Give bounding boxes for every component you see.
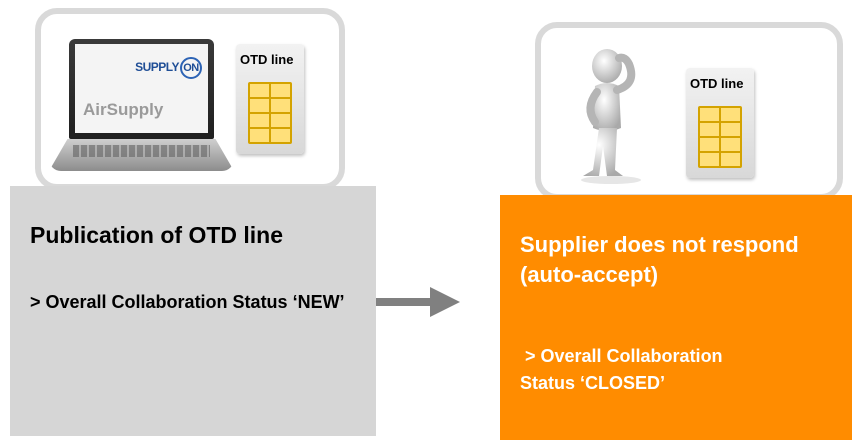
right-illustration-frame: OTD line	[535, 22, 843, 200]
right-arrow-icon	[376, 287, 460, 317]
publication-step-status: > Overall Collaboration Status ‘NEW’	[30, 292, 345, 312]
otd-document-label: OTD line	[690, 76, 744, 91]
auto-accept-step-status: > Overall Collaboration Status ‘CLOSED’	[520, 346, 723, 393]
laptop-keyboard	[73, 145, 210, 157]
auto-accept-step-title: Supplier does not respond (auto-accept)	[520, 232, 799, 287]
supplyon-logo-text: SUPPLY	[135, 60, 179, 74]
otd-document-grid	[698, 106, 742, 168]
thinking-person-icon	[581, 49, 641, 184]
publication-step-title: Publication of OTD line	[30, 222, 283, 248]
otd-document-icon: OTD line	[236, 44, 304, 154]
otd-document-grid	[248, 82, 292, 144]
otd-document-label: OTD line	[240, 52, 294, 67]
otd-document-icon: OTD line	[686, 68, 754, 178]
laptop-base	[49, 139, 234, 171]
publication-step-box: Publication of OTD line > Overall Collab…	[10, 186, 376, 436]
airsupply-label: AirSupply	[83, 100, 164, 119]
supplyon-logo-on: ON	[180, 57, 202, 79]
auto-accept-step-box: Supplier does not respond (auto-accept) …	[500, 195, 852, 440]
